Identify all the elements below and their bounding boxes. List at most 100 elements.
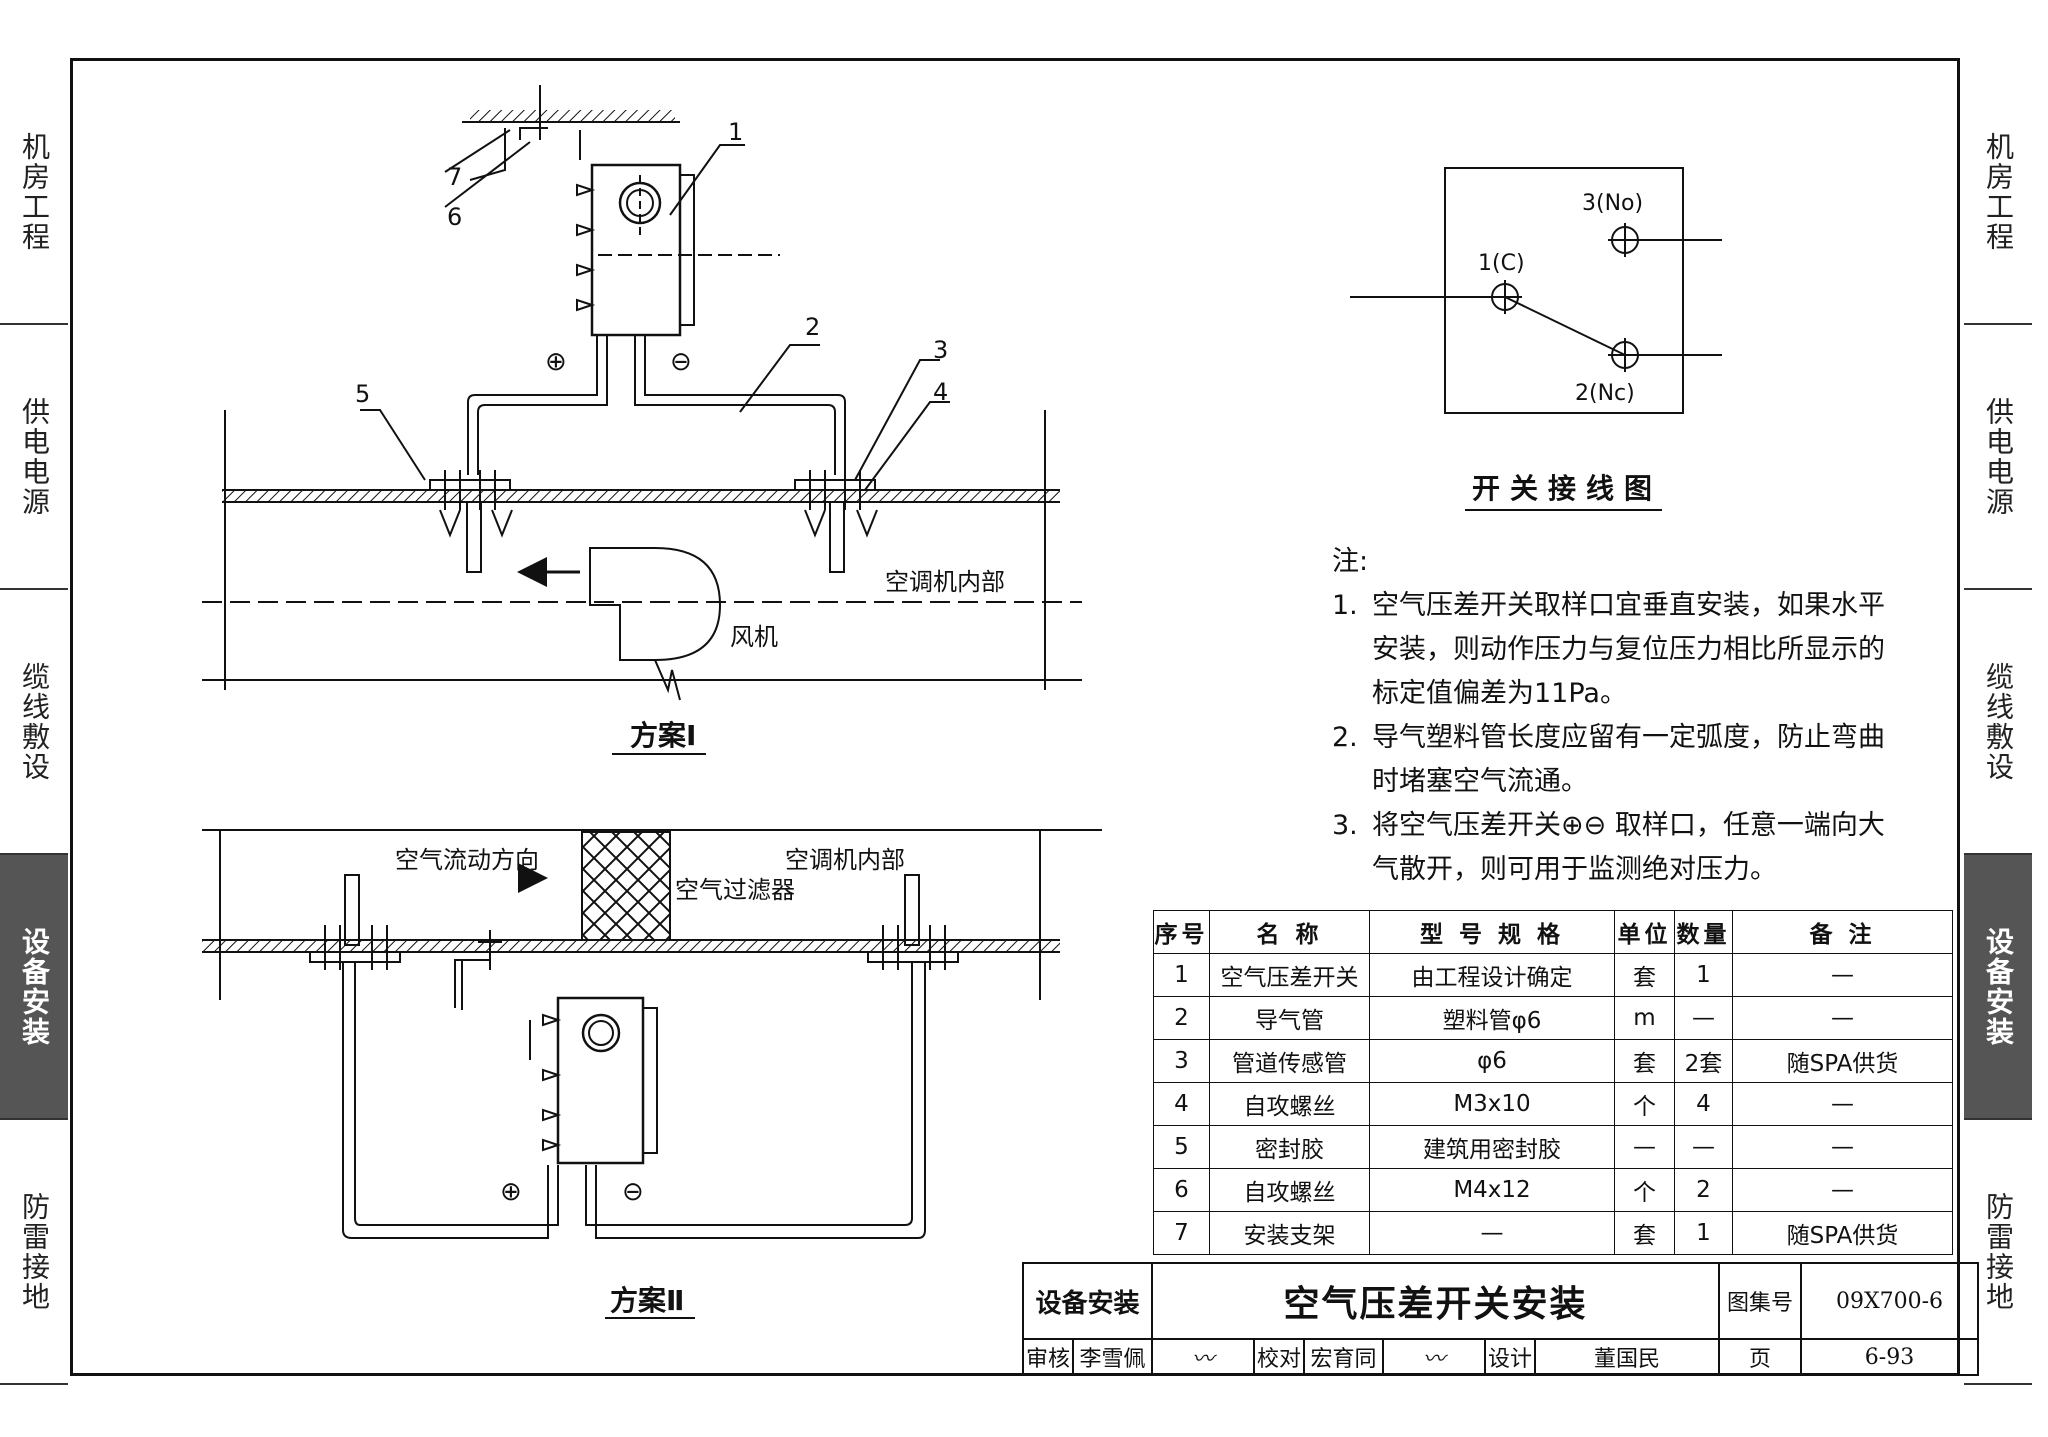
column-header: 序号 [1153, 910, 1210, 954]
column-header: 备 注 [1732, 910, 1953, 954]
column-header: 单位 [1614, 910, 1675, 954]
note-text: 空气压差开关取样口宜垂直安装，如果水平安装，则动作压力与复位压力相比所显示的标定… [1372, 590, 1885, 709]
wiring-title: 开关接线图 [1472, 472, 1662, 505]
drawing-frame [70, 58, 1960, 1376]
left-tab-5[interactable]: 防雷接地 [0, 1120, 68, 1385]
tab-label: 机房工程 [18, 131, 51, 252]
terminal-nc-label: 2(Nc) [1575, 381, 1635, 406]
column-header: 数量 [1674, 910, 1733, 954]
table-cell: 自攻螺丝 [1209, 1168, 1370, 1212]
tab-label: 缆线敷设 [18, 661, 51, 782]
wiring-diagram [1350, 167, 1722, 414]
callout-3: 3 [933, 336, 948, 364]
page-number: 6-93 [1800, 1338, 1979, 1376]
terminal-c-label: 1(C) [1478, 251, 1525, 276]
left-tab-4[interactable]: 设备安装 [0, 855, 68, 1120]
table-cell: 由工程设计确定 [1369, 953, 1615, 997]
left-tab-1[interactable]: 机房工程 [0, 60, 68, 325]
table-cell: 6 [1153, 1168, 1210, 1212]
right-tab-4[interactable]: 设备安装 [1964, 855, 2032, 1120]
tab-label: 供电电源 [1982, 396, 2015, 517]
table-cell: 随SPA供货 [1732, 1211, 1953, 1255]
ahu-inside-label: 空调机内部 [885, 568, 1005, 596]
reviewer-name: 李雪佩 [1072, 1338, 1153, 1376]
left-tab-2[interactable]: 供电电源 [0, 325, 68, 590]
atlas-number: 09X700-6 [1800, 1262, 1979, 1340]
notes-heading: 注: [1332, 546, 1369, 577]
page-label: 页 [1718, 1338, 1802, 1376]
callout-4: 4 [933, 378, 948, 406]
table-cell: 7 [1153, 1211, 1210, 1255]
callout-6: 6 [447, 203, 462, 231]
tab-label: 防雷接地 [18, 1191, 51, 1312]
table-cell: 导气管 [1209, 996, 1370, 1040]
table-cell: 建筑用密封胶 [1369, 1125, 1615, 1169]
column-header: 名 称 [1209, 910, 1370, 954]
table-cell: 套 [1614, 1211, 1675, 1255]
note-text: 导气塑料管长度应留有一定弧度，防止弯曲时堵塞空气流通。 [1372, 722, 1885, 797]
scheme1-diagram [202, 85, 1082, 701]
table-cell: 管道传感管 [1209, 1039, 1370, 1083]
table-cell: 套 [1614, 953, 1675, 997]
table-cell: — [1732, 953, 1953, 997]
tab-label: 设备安装 [18, 926, 51, 1047]
table-cell: 安装支架 [1209, 1211, 1370, 1255]
table-cell: 自攻螺丝 [1209, 1082, 1370, 1126]
table-cell: 1 [1674, 1211, 1733, 1255]
right-tab-2[interactable]: 供电电源 [1964, 325, 2032, 590]
scheme2-labels: 空气流动方向 空调机内部 空气过滤器 ⊕ ⊖ 方案Ⅱ [395, 846, 905, 1317]
left-tab-3[interactable]: 缆线敷设 [0, 590, 68, 855]
tab-label: 机房工程 [1982, 131, 2015, 252]
drawing-title: 空气压差开关安装 [1151, 1262, 1720, 1340]
ahu-inside-label-2: 空调机内部 [785, 846, 905, 874]
note-number: 1. [1332, 590, 1358, 621]
table-cell: — [1369, 1211, 1615, 1255]
table-cell: — [1732, 1082, 1953, 1126]
table-cell: 个 [1614, 1168, 1675, 1212]
right-tab-5[interactable]: 防雷接地 [1964, 1120, 2032, 1385]
notes-list: 1. 空气压差开关取样口宜垂直安装，如果水平安装，则动作压力与复位压力相比所显示的… [1332, 584, 1892, 892]
tab-label: 设备安装 [1982, 926, 2015, 1047]
reviewer-signature: 〰 [1151, 1338, 1255, 1376]
checker-name: 宏育同 [1303, 1338, 1384, 1376]
table-cell: — [1614, 1125, 1675, 1169]
table-cell: 4 [1674, 1082, 1733, 1126]
right-tab-1[interactable]: 机房工程 [1964, 60, 2032, 325]
table-cell: 个 [1614, 1082, 1675, 1126]
note-item: 1. 空气压差开关取样口宜垂直安装，如果水平安装，则动作压力与复位压力相比所显示的… [1332, 584, 1892, 716]
table-cell: — [1732, 1168, 1953, 1212]
tab-label: 缆线敷设 [1982, 661, 2015, 782]
table-cell: M3x10 [1369, 1082, 1615, 1126]
callout-2: 2 [805, 313, 820, 341]
note-number: 3. [1332, 810, 1358, 841]
check-label: 校对 [1253, 1338, 1305, 1376]
notes-block: 注: 1. 空气压差开关取样口宜垂直安装，如果水平安装，则动作压力与复位压力相比所… [1332, 540, 1892, 892]
air-filter-label: 空气过滤器 [675, 876, 795, 904]
table-cell: φ6 [1369, 1039, 1615, 1083]
scheme1-title: 方案Ⅰ [630, 719, 696, 752]
table-cell: 套 [1614, 1039, 1675, 1083]
checker-signature: 〰 [1382, 1338, 1486, 1376]
category-cell: 设备安装 [1022, 1262, 1153, 1340]
plus-port-label-2: ⊕ [500, 1177, 522, 1207]
note-item: 2. 导气塑料管长度应留有一定弧度，防止弯曲时堵塞空气流通。 [1332, 716, 1892, 804]
note-number: 2. [1332, 722, 1358, 753]
minus-port-label: ⊖ [670, 347, 692, 377]
table-cell: 3 [1153, 1039, 1210, 1083]
right-tab-3[interactable]: 缆线敷设 [1964, 590, 2032, 855]
review-label: 审核 [1022, 1338, 1074, 1376]
table-cell: 塑料管φ6 [1369, 996, 1615, 1040]
note-item: 3.将空气压差开关⊕⊖ 取样口，任意一端向大气散开，则可用于监测绝对压力。 [1332, 804, 1892, 892]
tab-label: 防雷接地 [1982, 1191, 2015, 1312]
column-header: 型 号 规 格 [1369, 910, 1615, 954]
fan-label: 风机 [730, 623, 778, 651]
table-cell: 4 [1153, 1082, 1210, 1126]
